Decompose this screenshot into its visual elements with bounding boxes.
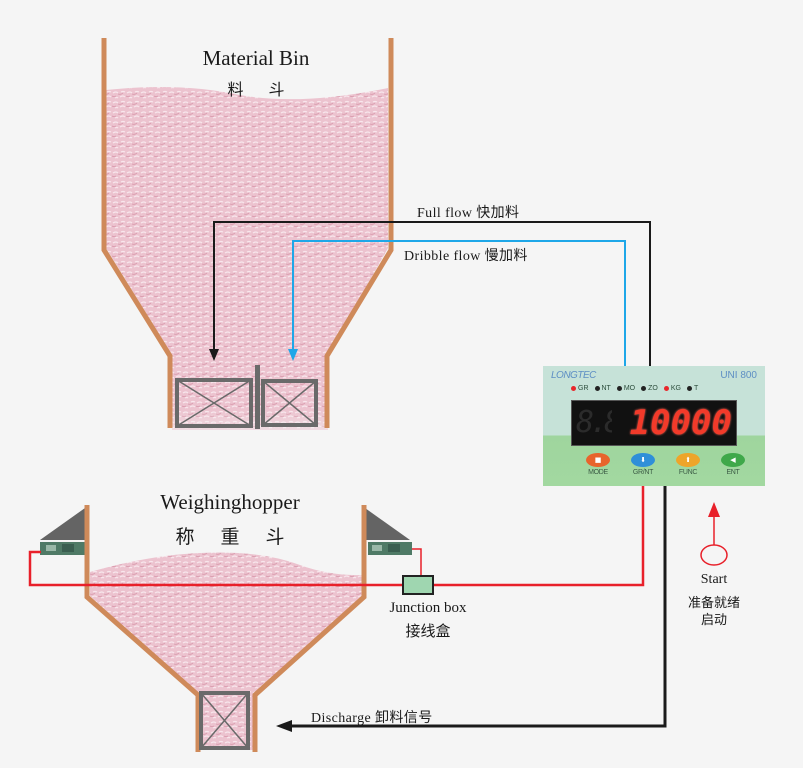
weigh-hopper-title-cn: 称 重 斗 [175, 526, 295, 548]
key-label: MODE [588, 469, 608, 476]
indicator-zo: ZO [641, 385, 658, 392]
discharge-label: Discharge 卸料信号 [311, 711, 433, 726]
bin-wall-left [101, 38, 173, 428]
gate-divider [255, 365, 260, 429]
dribble-flow-label: Dribble flow 慢加料 [404, 249, 528, 264]
stop-icon: ■ [586, 453, 610, 467]
func-key[interactable]: ⬆ FUNC [673, 453, 703, 476]
full-flow-arrow-icon [209, 349, 219, 361]
gr-nt-key[interactable]: ⬇ GR/NT [628, 453, 658, 476]
weighing-controller: LONGTEC UNI 800 GR NT MO ZO KG T 8.8. 10… [543, 366, 765, 486]
signal-cable-to-controller [433, 486, 645, 587]
load-cell-right [365, 508, 412, 555]
indicator-leds: GR NT MO ZO KG T [571, 385, 698, 392]
display-unlit-digits: 8.8. [576, 405, 612, 440]
discharge-arrow-icon [276, 720, 292, 732]
arrow-up-icon: ⬆ [676, 453, 700, 467]
start-arrow-icon [708, 502, 720, 517]
led-icon [616, 386, 622, 391]
indicator-label: MO [623, 385, 636, 392]
controller-model: UNI 800 [720, 370, 757, 381]
controller-keypad: ■ MODE ⬇ GR/NT ⬆ FUNC ◀ ENT [583, 453, 748, 476]
indicator-label: KG [670, 385, 681, 392]
start-button[interactable] [700, 544, 728, 566]
key-label: FUNC [678, 469, 698, 476]
indicator-gr: GR [571, 385, 589, 392]
load-cell-right-cable [412, 548, 422, 577]
arrow-left-icon: ◀ [721, 453, 745, 467]
start-label: Start [700, 572, 728, 587]
mode-key[interactable]: ■ MODE [583, 453, 613, 476]
indicator-mo: MO [616, 385, 636, 392]
indicator-label: GR [578, 385, 589, 392]
arrow-down-icon: ⬇ [631, 453, 655, 467]
dribble-flow-line [292, 240, 626, 366]
led-icon [571, 386, 576, 391]
load-cell-left [40, 508, 85, 555]
hopper-material [90, 552, 362, 750]
load-cell-left-cable [28, 550, 405, 587]
weight-display: 8.8. 10000 [571, 400, 737, 446]
junction-box[interactable] [402, 575, 434, 595]
indicator-t: T [686, 385, 699, 392]
junction-box-label-cn: 接线盒 [405, 622, 451, 640]
junction-box-label: Junction box [389, 600, 467, 616]
led-icon [641, 386, 647, 391]
material-bin-title-cn: 料 斗 [227, 80, 295, 99]
dribble-flow-gate[interactable] [261, 379, 318, 427]
controller-brand: LONGTEC [551, 370, 596, 381]
start-label-cn-1: 准备就绪 [687, 596, 740, 611]
key-label: GR/NT [632, 469, 654, 476]
indicator-nt: NT [594, 385, 611, 392]
discharge-gate[interactable] [199, 691, 250, 750]
indicator-kg: KG [663, 385, 681, 392]
full-flow-label: Full flow 快加料 [417, 206, 520, 221]
weigh-hopper-title: Weighinghopper [160, 490, 300, 514]
start-label-cn-2: 启动 [700, 613, 727, 628]
material-bin-title: Material Bin [202, 46, 310, 70]
display-value: 10000 [629, 403, 732, 443]
led-icon [594, 386, 600, 391]
hopper-wall-left [84, 505, 201, 752]
led-icon [686, 386, 692, 391]
indicator-label: T [693, 385, 699, 392]
bin-wall-right [324, 38, 394, 428]
indicator-label: ZO [648, 385, 658, 392]
full-flow-gate[interactable] [175, 378, 253, 428]
key-label: ENT [726, 469, 740, 476]
full-flow-line [213, 221, 651, 366]
hopper-wall-right [252, 505, 367, 752]
ent-key[interactable]: ◀ ENT [718, 453, 748, 476]
led-icon [663, 386, 669, 391]
dribble-flow-arrow-icon [288, 349, 298, 361]
discharge-line [288, 486, 667, 728]
indicator-label: NT [601, 385, 611, 392]
bin-material [106, 86, 388, 430]
